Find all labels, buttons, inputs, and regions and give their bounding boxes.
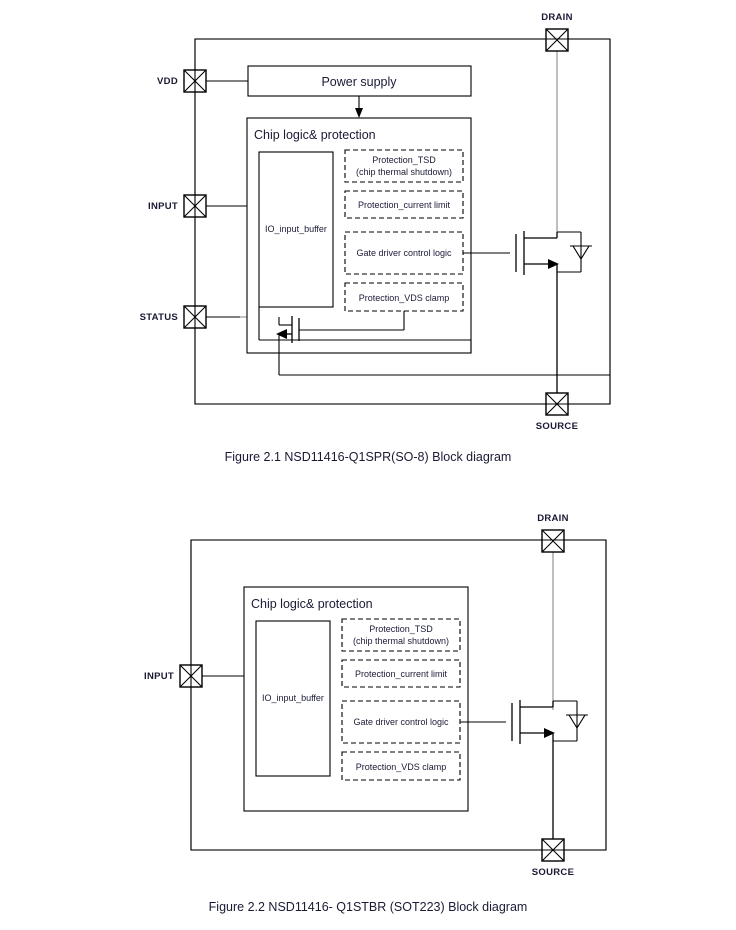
block-label-chip-logic: Chip logic& protection	[254, 128, 376, 142]
pin-label-input: INPUT	[144, 671, 174, 682]
pin-drain[interactable]: DRAIN	[541, 12, 573, 232]
pin-source[interactable]: SOURCE	[532, 838, 574, 878]
pin-label-status: STATUS	[140, 312, 178, 323]
block-protection-current-limit: Protection_current limit	[341, 659, 461, 688]
device-power-mosfet	[515, 231, 592, 393]
figure-2-1-caption: Figure 2.1 NSD11416-Q1SPR(SO-8) Block di…	[224, 450, 512, 464]
figure-2-2-caption: Figure 2.2 NSD11416- Q1STBR (SOT223) Blo…	[208, 900, 528, 914]
device-power-mosfet	[511, 700, 588, 839]
block-label-protection-current-limit: Protection_current limit	[358, 200, 451, 210]
pin-label-vdd: VDD	[157, 76, 178, 87]
block-protection-tsd: Protection_TSD (chip thermal shutdown)	[341, 618, 461, 652]
block-label-gate-driver: Gate driver control logic	[353, 717, 449, 727]
pin-vdd[interactable]: VDD	[157, 69, 248, 93]
block-gate-driver-control-logic: Gate driver control logic	[344, 231, 510, 275]
pin-label-source: SOURCE	[532, 867, 574, 878]
block-label-protection-current-limit: Protection_current limit	[355, 669, 448, 679]
block-label-io-input-buffer: IO_input_buffer	[265, 224, 327, 234]
pin-label-drain: DRAIN	[541, 12, 573, 23]
block-protection-current-limit: Protection_current limit	[344, 190, 464, 219]
pin-label-input: INPUT	[148, 201, 178, 212]
block-label-protection-vds-clamp: Protection_VDS clamp	[356, 762, 447, 772]
interconnect-wires	[194, 38, 611, 405]
block-label-protection-tsd: Protection_TSD	[372, 155, 436, 165]
block-label-power-supply: Power supply	[321, 75, 397, 89]
block-io-input-buffer: IO_input_buffer	[258, 151, 334, 308]
block-gate-driver-control-logic: Gate driver control logic	[341, 700, 506, 744]
block-protection-vds-clamp: Protection_VDS clamp	[341, 751, 461, 781]
pin-drain[interactable]: DRAIN	[537, 513, 569, 710]
device-status-mosfet	[276, 311, 405, 375]
block-power-supply: Power supply	[247, 65, 472, 118]
interconnect-wires	[190, 539, 607, 851]
pin-input[interactable]: INPUT	[144, 664, 256, 688]
figure-2-1-block-diagram: DRAIN VDD INPUT STATUS	[140, 12, 611, 432]
block-protection-tsd: Protection_TSD (chip thermal shutdown)	[344, 149, 464, 183]
block-label-protection-tsd-sub: (chip thermal shutdown)	[356, 167, 452, 177]
figure-2-2-block-diagram: DRAIN INPUT SOURCE Chip logic& protectio…	[144, 513, 607, 878]
block-label-protection-vds-clamp: Protection_VDS clamp	[359, 293, 450, 303]
pin-label-drain: DRAIN	[537, 513, 569, 524]
block-label-io-input-buffer: IO_input_buffer	[262, 693, 324, 703]
block-label-protection-tsd-sub: (chip thermal shutdown)	[353, 636, 449, 646]
block-label-gate-driver: Gate driver control logic	[356, 248, 452, 258]
block-label-chip-logic: Chip logic& protection	[251, 597, 373, 611]
block-protection-vds-clamp: Protection_VDS clamp	[344, 282, 464, 312]
block-io-input-buffer: IO_input_buffer	[255, 620, 331, 777]
pin-input[interactable]: INPUT	[148, 194, 259, 218]
pin-label-source: SOURCE	[536, 421, 578, 432]
pin-source[interactable]: SOURCE	[536, 392, 578, 432]
block-label-protection-tsd: Protection_TSD	[369, 624, 433, 634]
